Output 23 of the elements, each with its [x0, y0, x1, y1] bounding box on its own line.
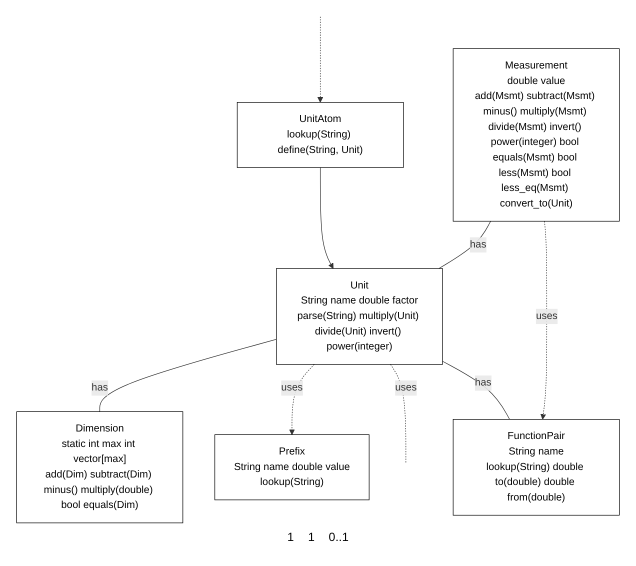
connector [99, 339, 277, 412]
arrow [317, 16, 324, 103]
node-box: Measurement double value add(Msmt) subtract(Msmt) minus() multiply(Msmt) divide(Msmt) invert() power(integer) bool equals(Msmt) bool less(Msmt) bool less_eq(Msmt) convert_to(Unit) [452, 48, 620, 222]
edge-label: uses [395, 382, 417, 394]
connector [390, 364, 406, 463]
multiplicity-label: 0..1 [328, 530, 349, 544]
arrow [320, 167, 334, 269]
node-box: Unit String name double factor parse(String) multiply(Unit) divide(Unit) invert() power(integer) [276, 268, 443, 365]
node-box: FunctionPair String name lookup(String) double to(double) double from(double) [452, 419, 620, 516]
edge-label: uses [536, 310, 558, 322]
node-box: UnitAtom lookup(String) define(String, Unit) [236, 102, 404, 168]
arrow [289, 364, 315, 435]
arrow [540, 220, 548, 420]
edge-label: has [474, 377, 492, 388]
edge-label: uses [281, 382, 303, 394]
multiplicity-label: 1 [308, 530, 315, 544]
edge-label: has [470, 239, 486, 250]
connector [442, 360, 510, 420]
connector [438, 220, 491, 269]
node-box: Prefix String name double value lookup(String) [214, 434, 370, 500]
multiplicity-label: 1 [287, 530, 294, 544]
edge-label: has [92, 382, 108, 394]
node-box: Dimension static int max int vector[max] add(Dim) subtract(Dim) minus() multiply(double) bool equals(Dim) [16, 411, 184, 524]
